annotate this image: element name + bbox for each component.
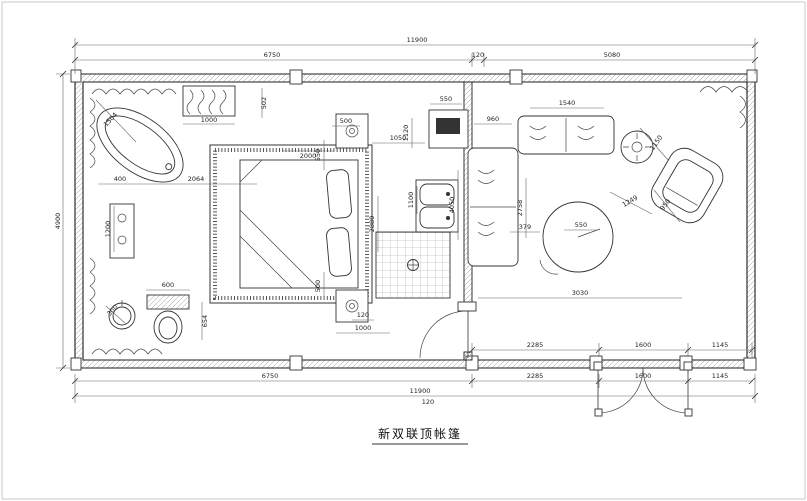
shower-area [375, 231, 451, 299]
dim-label-2880: 2880 [368, 216, 376, 233]
dim-label-5080: 5080 [604, 51, 621, 59]
round-table [539, 201, 614, 275]
dim-label-2000: 2000 [300, 152, 317, 160]
vanity-sinks [415, 179, 459, 233]
dim-label-400: 400 [114, 175, 126, 183]
dim-label-6750: 6750 [262, 372, 279, 380]
door-swing-arcs [597, 367, 689, 414]
dim-label-1145: 1145 [712, 341, 729, 349]
wash-basin [108, 300, 136, 330]
outer-walls [70, 69, 758, 371]
dim-label-500: 500 [340, 117, 352, 125]
tv-cabinet [428, 109, 469, 149]
sink-basin [419, 183, 455, 206]
lamp-icon [349, 303, 355, 309]
bathroom-door [419, 301, 477, 359]
dim-label-120: 120 [357, 311, 369, 319]
dim-label-1050: 1050 [390, 134, 407, 142]
dim-label-600: 600 [162, 281, 174, 289]
bathtub-faucet-icon [165, 163, 173, 171]
entrance-doors [593, 361, 693, 417]
console-table [109, 203, 135, 259]
blanket-creases [239, 159, 319, 289]
dim-label-2064: 2064 [188, 175, 205, 183]
clothes-rack [182, 85, 236, 117]
dimension-ticks [59, 41, 759, 400]
scallop-top-left [91, 88, 177, 95]
dim-label-2285: 2285 [527, 341, 544, 349]
chair-icon [539, 259, 559, 275]
scallop-bottom-left [91, 348, 163, 355]
pillow [326, 169, 352, 219]
toilet [146, 294, 190, 344]
dim-label-1100: 1100 [407, 192, 415, 209]
dim-label-4900: 4900 [54, 213, 62, 230]
dim-label-1540: 1540 [559, 99, 576, 107]
dim-label-654: 654 [201, 315, 209, 327]
dim-label-1145: 1145 [712, 372, 729, 380]
sofa-l-shaped [467, 115, 615, 267]
dim-label-1249: 1249 [621, 194, 639, 209]
dim-label-11900: 11900 [407, 36, 428, 44]
nightstand-top [335, 113, 369, 149]
faucet-icon [446, 192, 450, 196]
nightstand-bottom [335, 289, 369, 323]
pillow [326, 227, 352, 277]
dim-label-2285: 2285 [527, 372, 544, 380]
dim-label-1600: 1600 [635, 341, 652, 349]
dim-label-120: 120 [422, 398, 434, 406]
tv-icon [436, 118, 460, 134]
scallop-top-right-v [739, 95, 746, 129]
drawing-title: 新双联顶帐篷 [378, 426, 462, 441]
door-swing-arc [419, 310, 469, 359]
dim-label-1000: 1000 [355, 324, 372, 332]
lamp-icon [349, 128, 355, 134]
dim-label-550: 550 [440, 95, 452, 103]
dimension-lines [56, 38, 759, 403]
bathtub [96, 107, 184, 183]
scallop-top-right-h [699, 86, 749, 93]
dim-label-2758: 2758 [516, 200, 524, 217]
dim-label-960: 960 [487, 115, 499, 123]
dim-label-550: 550 [314, 149, 322, 161]
dim-label-3030: 3030 [572, 289, 589, 297]
dim-label-1200: 1200 [104, 221, 112, 238]
dim-label-11900: 11900 [410, 387, 431, 395]
curtain-scallops [89, 86, 749, 355]
dimension-labels: 11900 6750 120 5080 4900 2285 1600 1145 6750 2285… [54, 36, 728, 406]
scallop-left-wall-lower [89, 257, 96, 315]
sink-basin [419, 206, 455, 229]
dim-label-379: 379 [519, 223, 531, 231]
dim-label-1600: 1600 [635, 372, 652, 380]
dim-label-550: 550 [575, 221, 587, 229]
dim-label-6750: 6750 [264, 51, 281, 59]
lounge-chair [650, 147, 724, 224]
dim-label-1150: 1150 [648, 134, 664, 152]
scallop-left-wall [89, 97, 96, 169]
dim-label-500: 500 [314, 280, 322, 292]
dim-label-1120: 1120 [402, 125, 410, 142]
cushion-marks [477, 125, 595, 236]
area-rug [209, 144, 373, 304]
dim-label-4050: 4050 [448, 197, 456, 214]
side-table [620, 130, 654, 164]
faucet-icon [446, 216, 450, 220]
toilet-tank [146, 294, 190, 310]
dim-label-1000: 1000 [201, 116, 218, 124]
dim-label-120: 120 [472, 51, 484, 59]
dim-label-502: 502 [260, 97, 268, 109]
wall-posts [70, 69, 758, 371]
bed [239, 159, 359, 289]
